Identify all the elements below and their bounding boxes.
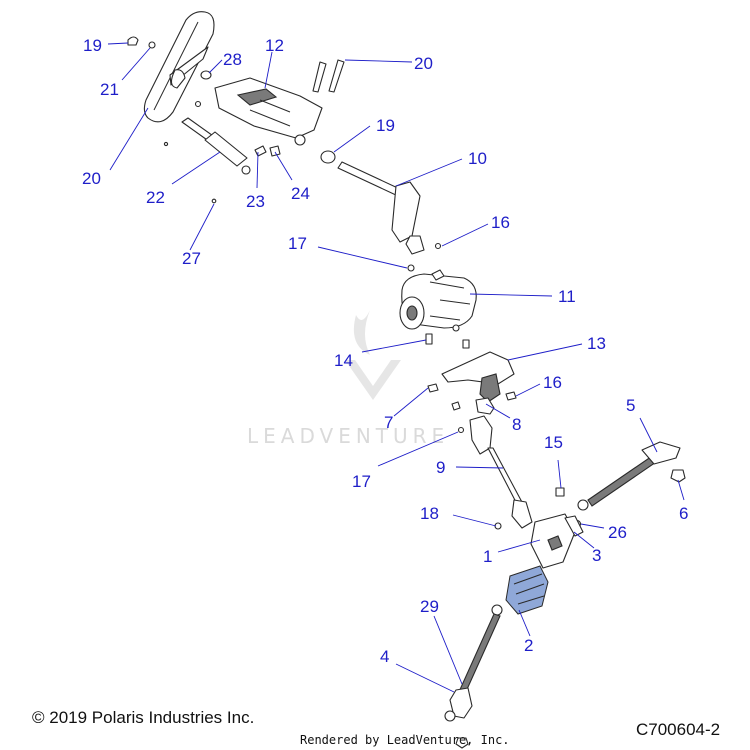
part-tie-rod-outer	[577, 441, 681, 511]
callout-10: 10	[468, 149, 487, 168]
copyright-notice: © 2019 Polaris Industries Inc.	[32, 708, 255, 727]
figure-id: C700604-2	[636, 720, 721, 739]
part-bolt	[555, 487, 565, 497]
callout-2: 2	[524, 636, 533, 655]
callout-16b: 16	[543, 373, 562, 392]
part-tilt-bracket	[214, 77, 323, 146]
part-nut	[457, 426, 465, 434]
part-nut	[455, 737, 469, 749]
part-nut	[407, 264, 415, 272]
callout-1: 1	[483, 547, 492, 566]
callout-12: 12	[265, 36, 284, 55]
watermark-text: LEADVENTURE	[247, 424, 449, 448]
part-screw	[148, 41, 156, 49]
part-nut	[670, 469, 686, 483]
callout-25: 23	[246, 192, 265, 211]
part-mount-bracket	[441, 351, 515, 403]
callout-7: 7	[384, 413, 393, 432]
part-pin	[194, 100, 202, 108]
callout-26b: 26	[608, 523, 627, 542]
callout-4: 4	[380, 647, 389, 666]
callout-9: 9	[436, 458, 445, 477]
part-bolt	[427, 383, 439, 393]
callout-3: 3	[592, 546, 601, 565]
callout-13: 13	[587, 334, 606, 353]
part-intermediate-shaft	[469, 415, 533, 529]
callout-17: 17	[288, 234, 307, 253]
part-bolt	[425, 333, 433, 345]
part-pin	[211, 198, 217, 204]
part-steering-shaft	[337, 161, 442, 255]
part-steering-rack	[530, 513, 584, 569]
part-rack-boot	[491, 565, 549, 616]
callout-28: 28	[223, 50, 242, 69]
callout-23: 21	[100, 80, 119, 99]
callout-8: 8	[512, 415, 521, 434]
leadventure-watermark: LEADVENTURE	[247, 310, 449, 448]
part-bracket	[475, 397, 495, 415]
part-bolt	[462, 339, 470, 349]
callout-18: 18	[420, 504, 439, 523]
callout-14: 14	[334, 351, 353, 370]
part-bushing	[320, 150, 336, 164]
part-tie-rod-inner	[444, 613, 501, 722]
part-pin	[163, 141, 169, 147]
part-steering-wheel	[143, 11, 215, 123]
leader-lines	[107, 42, 685, 693]
rendered-by-credit: Rendered by LeadVenture, Inc.	[300, 733, 510, 747]
callout-27: 27	[182, 249, 201, 268]
callout-11: 11	[558, 287, 576, 306]
callout-20: 20	[82, 169, 101, 188]
part-bolt	[269, 145, 281, 157]
callout-19: 19	[376, 116, 395, 135]
callout-5: 5	[626, 396, 635, 415]
part-bolt	[451, 401, 461, 411]
callout-17b: 17	[352, 472, 371, 491]
callout-22: 20	[414, 54, 433, 73]
part-bushing	[200, 70, 212, 80]
callout-26: 24	[291, 184, 310, 203]
callout-6: 6	[679, 504, 688, 523]
part-bolts	[312, 59, 345, 93]
callout-15: 15	[544, 433, 563, 452]
part-bolt	[254, 145, 267, 157]
part-eps-unit	[399, 269, 477, 332]
part-gas-shock	[181, 117, 251, 175]
callout-24: 22	[146, 188, 165, 207]
callout-16: 16	[491, 213, 510, 232]
callout-labels: 19 21 20 28 12 20 19 10 22 23 24 27 16 1…	[82, 36, 688, 666]
part-clip	[127, 36, 139, 46]
callout-21: 19	[83, 36, 102, 55]
part-bolt	[505, 391, 517, 401]
callout-29: 29	[420, 597, 439, 616]
